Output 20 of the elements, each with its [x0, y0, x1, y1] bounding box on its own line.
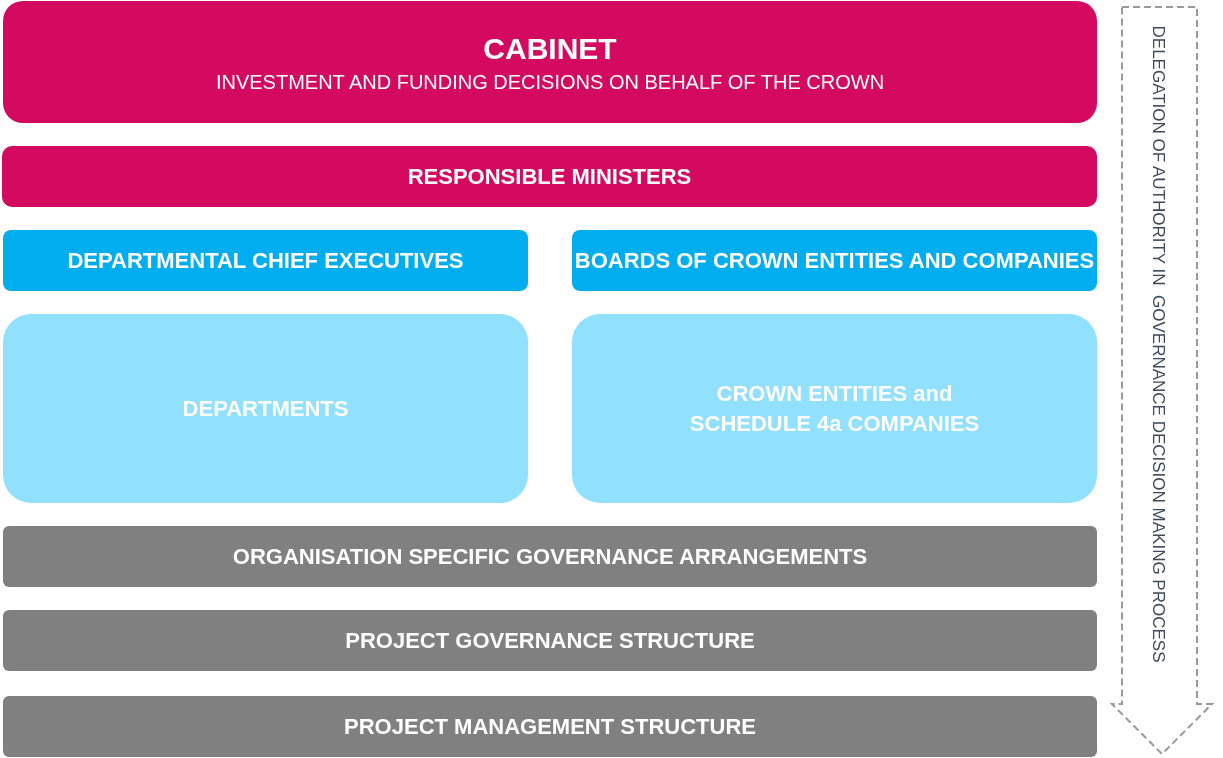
- box-label: DEPARTMENTAL CHIEF EXECUTIVES: [67, 246, 464, 275]
- process-band: [2, 146, 1097, 207]
- box-label: CROWN ENTITIES and SCHEDULE 4a COMPANIES: [688, 379, 981, 438]
- box-label: CABINET: [483, 31, 617, 67]
- process-band: [572, 230, 1097, 291]
- process-band: [3, 610, 1097, 671]
- process-band: [3, 230, 528, 291]
- box-label: RESPONSIBLE MINISTERS: [407, 162, 692, 191]
- box-description: INVESTMENT AND FUNDING DECISIONS ON BEHALF OF THE CROWN: [215, 70, 885, 95]
- process-band: [3, 696, 1097, 757]
- process-band: [3, 314, 528, 503]
- box-label: PROJECT GOVERNANCE STRUCTURE: [345, 626, 755, 655]
- box-label: BOARDS OF CROWN ENTITIES AND COMPANIES: [574, 246, 1095, 275]
- process-band: [3, 526, 1097, 587]
- process-band: [3, 1, 1097, 123]
- arrow-label: DELEGATION OF AUTHORITY IN GOVERNANCE DECISION MAKING PROCESS: [1148, 24, 1169, 665]
- box-label: DEPARTMENTS: [182, 394, 349, 423]
- process-band: [572, 314, 1097, 503]
- box-label: PROJECT MANAGEMENT STRUCTURE: [344, 712, 756, 741]
- box-label: ORGANISATION SPECIFIC GOVERNANCE ARRANGEMENTS: [232, 542, 868, 571]
